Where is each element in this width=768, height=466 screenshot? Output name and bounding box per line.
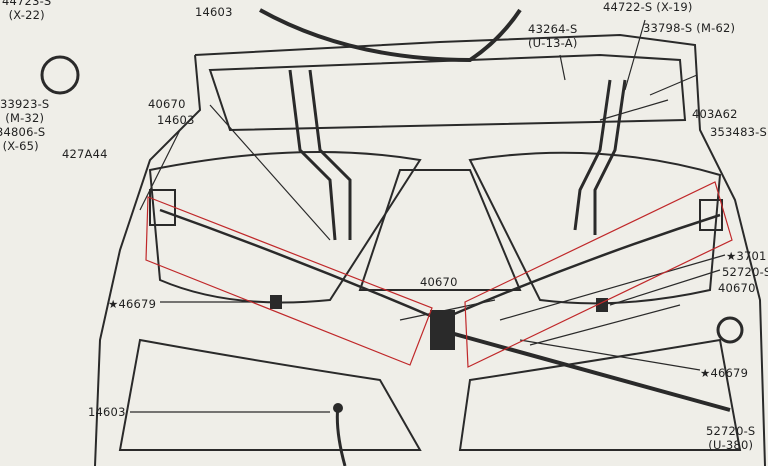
part-label-40670-center: 40670: [420, 275, 458, 289]
bushing-right: [716, 316, 744, 344]
part-spec: (X-65): [2, 139, 39, 153]
hood-panel-left: [148, 151, 422, 304]
part-label-14603-left: 14603: [157, 113, 195, 127]
part-spec: (M-32): [5, 111, 45, 125]
part-label-3701: ★3701: [726, 249, 767, 263]
wire-bottom: [335, 404, 347, 466]
cable-lower: [439, 328, 731, 412]
wire-harness-top: [259, 8, 522, 63]
part-label-43264: 43264-S(U-13-A): [528, 22, 578, 50]
hood-panel-right: [468, 151, 722, 305]
part-spec: (X-22): [8, 8, 45, 22]
spindle-part: [40, 55, 80, 95]
part-spec: (U-13-A): [528, 36, 578, 50]
part-number: 43264-S: [528, 22, 578, 36]
latch-center: [430, 310, 455, 350]
part-label-46679-right: ★46679: [700, 366, 749, 380]
part-number: 33923-S: [0, 97, 50, 111]
part-label-14603-bottom: 14603: [88, 405, 126, 419]
hinge-left: [288, 69, 352, 241]
part-label-403a62: 403A62: [692, 107, 738, 121]
clip-left: [270, 295, 282, 309]
part-label-33923: 33923-S(M-32): [0, 97, 49, 125]
hood-panel-lower-left: [118, 338, 422, 451]
part-label-427a44: 427A44: [62, 147, 108, 161]
part-number: 52720-S: [706, 424, 756, 438]
hinge-right: [573, 79, 627, 235]
leader-lines: [130, 19, 726, 413]
hood-panel-lower-right: [458, 338, 742, 451]
part-label-46679-left: ★46679: [108, 297, 157, 311]
part-label-52720-bottom: 52720-S(U-380): [706, 424, 755, 452]
grommet: [333, 403, 343, 413]
highlight-box-left: [145, 196, 433, 366]
hood-inner-frame: [208, 53, 687, 132]
part-label-14603-top: 14603: [195, 5, 233, 19]
part-label-353483: 353483-S: [710, 125, 767, 139]
knob-right: [699, 199, 723, 231]
part-label-52720: 52720-S: [722, 265, 768, 279]
part-label-40670-left: 40670: [148, 97, 186, 111]
part-spec: (U-380): [708, 438, 754, 452]
part-number: 44723-S: [2, 0, 52, 8]
part-label-34806: 34806-S(X-65): [0, 125, 45, 153]
part-number: 34806-S: [0, 125, 46, 139]
highlight-box-right: [464, 181, 733, 368]
hood-panel-center: [358, 169, 522, 291]
part-label-33798: 33798-S (M-62): [643, 21, 736, 35]
part-label-44722: 44722-S (X-19): [603, 0, 693, 14]
hood-outline: [94, 33, 766, 466]
part-label-40670-right: 40670: [718, 281, 756, 295]
part-label-44723: 44723-S(X-22): [2, 0, 51, 22]
cable-main: [159, 208, 721, 322]
